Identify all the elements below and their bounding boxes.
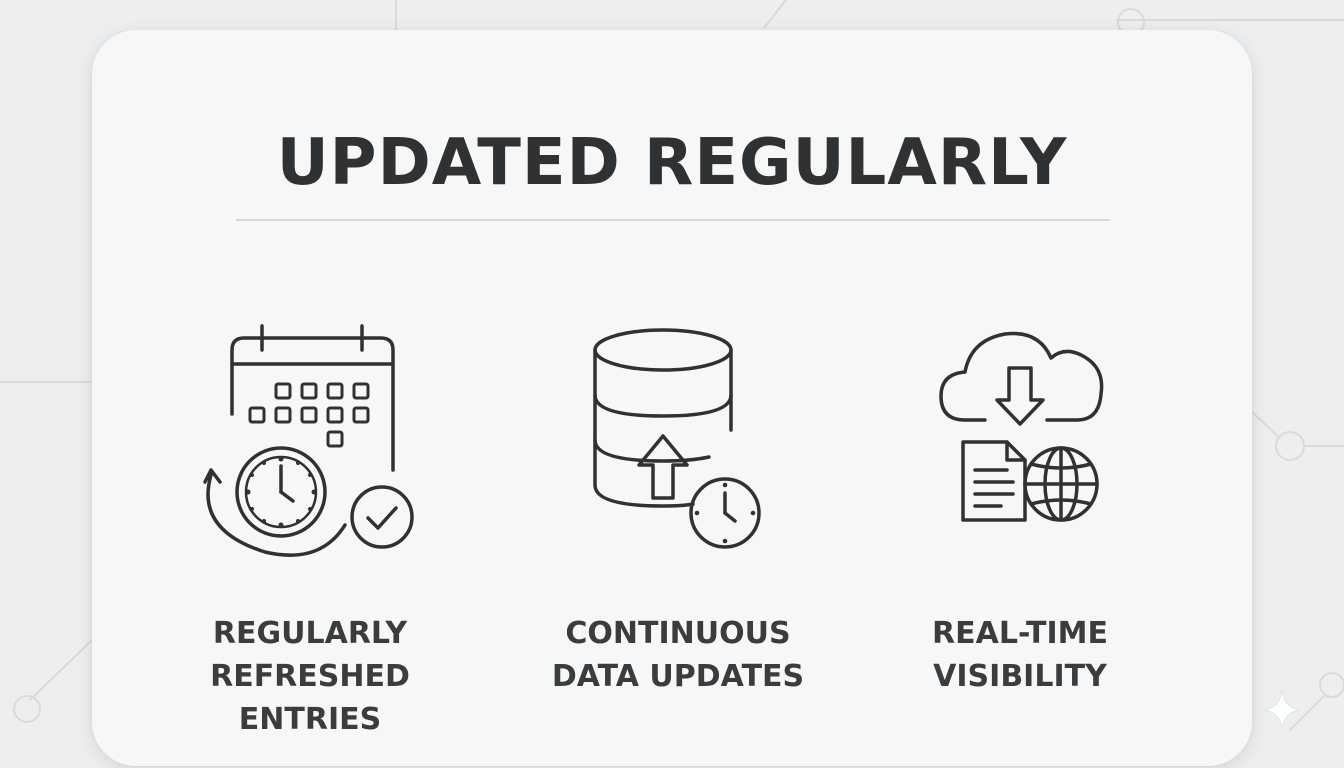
feature-visibility: REAL-TIME VISIBILITY [855,320,1185,694]
calendar-clock-check-icon [203,324,414,557]
database-upload-clock-icon [593,328,761,549]
feature-label: REAL-TIME VISIBILITY [932,616,1108,694]
title-divider [236,219,1110,221]
cloud-document-globe-icon [939,331,1104,522]
page-title: UPDATED REGULARLY [276,126,1068,200]
feature-data-updates: CONTINUOUS DATA UPDATES [513,320,843,694]
feature-label: CONTINUOUS DATA UPDATES [551,616,805,694]
info-card: UPDATED REGULARLY [92,30,1252,766]
sparkle-icon [1263,689,1301,731]
feature-label: REGULARLY REFRESHED ENTRIES [210,616,410,737]
feature-refreshed-entries: REGULARLY REFRESHED ENTRIES [145,320,475,737]
